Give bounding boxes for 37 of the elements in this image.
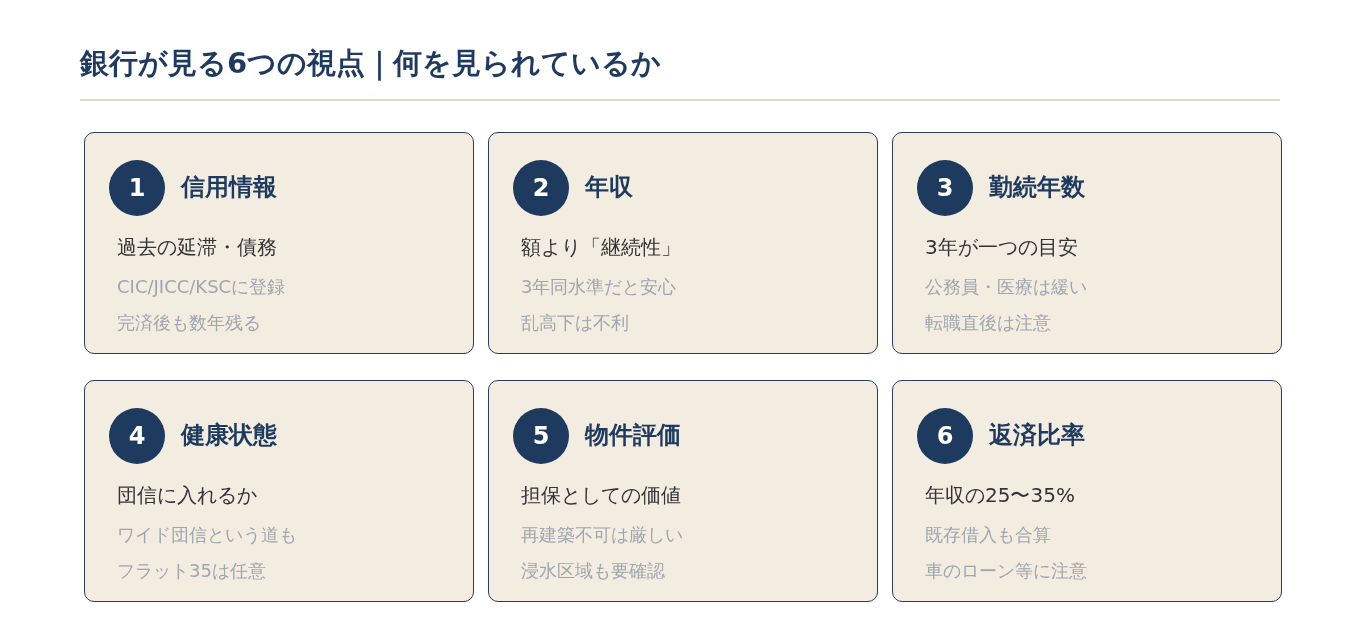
card-heading: 信用情報 [181,172,277,203]
number-badge: 2 [513,160,569,216]
card-subtitle: 3年が一つの目安 [925,234,1078,261]
card [84,132,474,354]
number-badge: 5 [513,408,569,464]
card-subtitle: 年収の25〜35% [925,482,1075,509]
card-subtitle: 団信に入れるか [117,482,257,509]
card-subtitle: 額より「継続性」 [521,234,681,261]
card [84,380,474,602]
card-note: フラット35は任意 [117,559,266,583]
card-note: 既存借入も合算 [925,523,1051,547]
card-note: 乱高下は不利 [521,311,629,335]
card-heading: 物件評価 [585,420,681,451]
card-note: CIC/JICC/KSCに登録 [117,275,286,299]
card-note: 転職直後は注意 [925,311,1051,335]
card [892,380,1282,602]
card-heading: 健康状態 [181,420,277,451]
number-badge: 1 [109,160,165,216]
number-badge: 6 [917,408,973,464]
card-note: 完済後も数年残る [117,311,261,335]
card [488,132,878,354]
card-note: 公務員・医療は緩い [925,275,1087,299]
card-note: 3年同水準だと安心 [521,275,677,299]
card-note: 浸水区域も要確認 [521,559,665,583]
card-note: 車のローン等に注意 [925,559,1087,583]
number-badge: 3 [917,160,973,216]
card-subtitle: 担保としての価値 [521,482,681,509]
card-heading: 年収 [585,172,633,203]
card-heading: 勤続年数 [989,172,1085,203]
page-title: 銀行が見る6つの視点｜何を見られているか [80,45,662,83]
number-badge: 4 [109,408,165,464]
card [488,380,878,602]
card-note: ワイド団信という道も [117,523,297,547]
card-subtitle: 過去の延滞・債務 [117,234,277,261]
card [892,132,1282,354]
card-heading: 返済比率 [989,420,1085,451]
card-note: 再建築不可は厳しい [521,523,683,547]
